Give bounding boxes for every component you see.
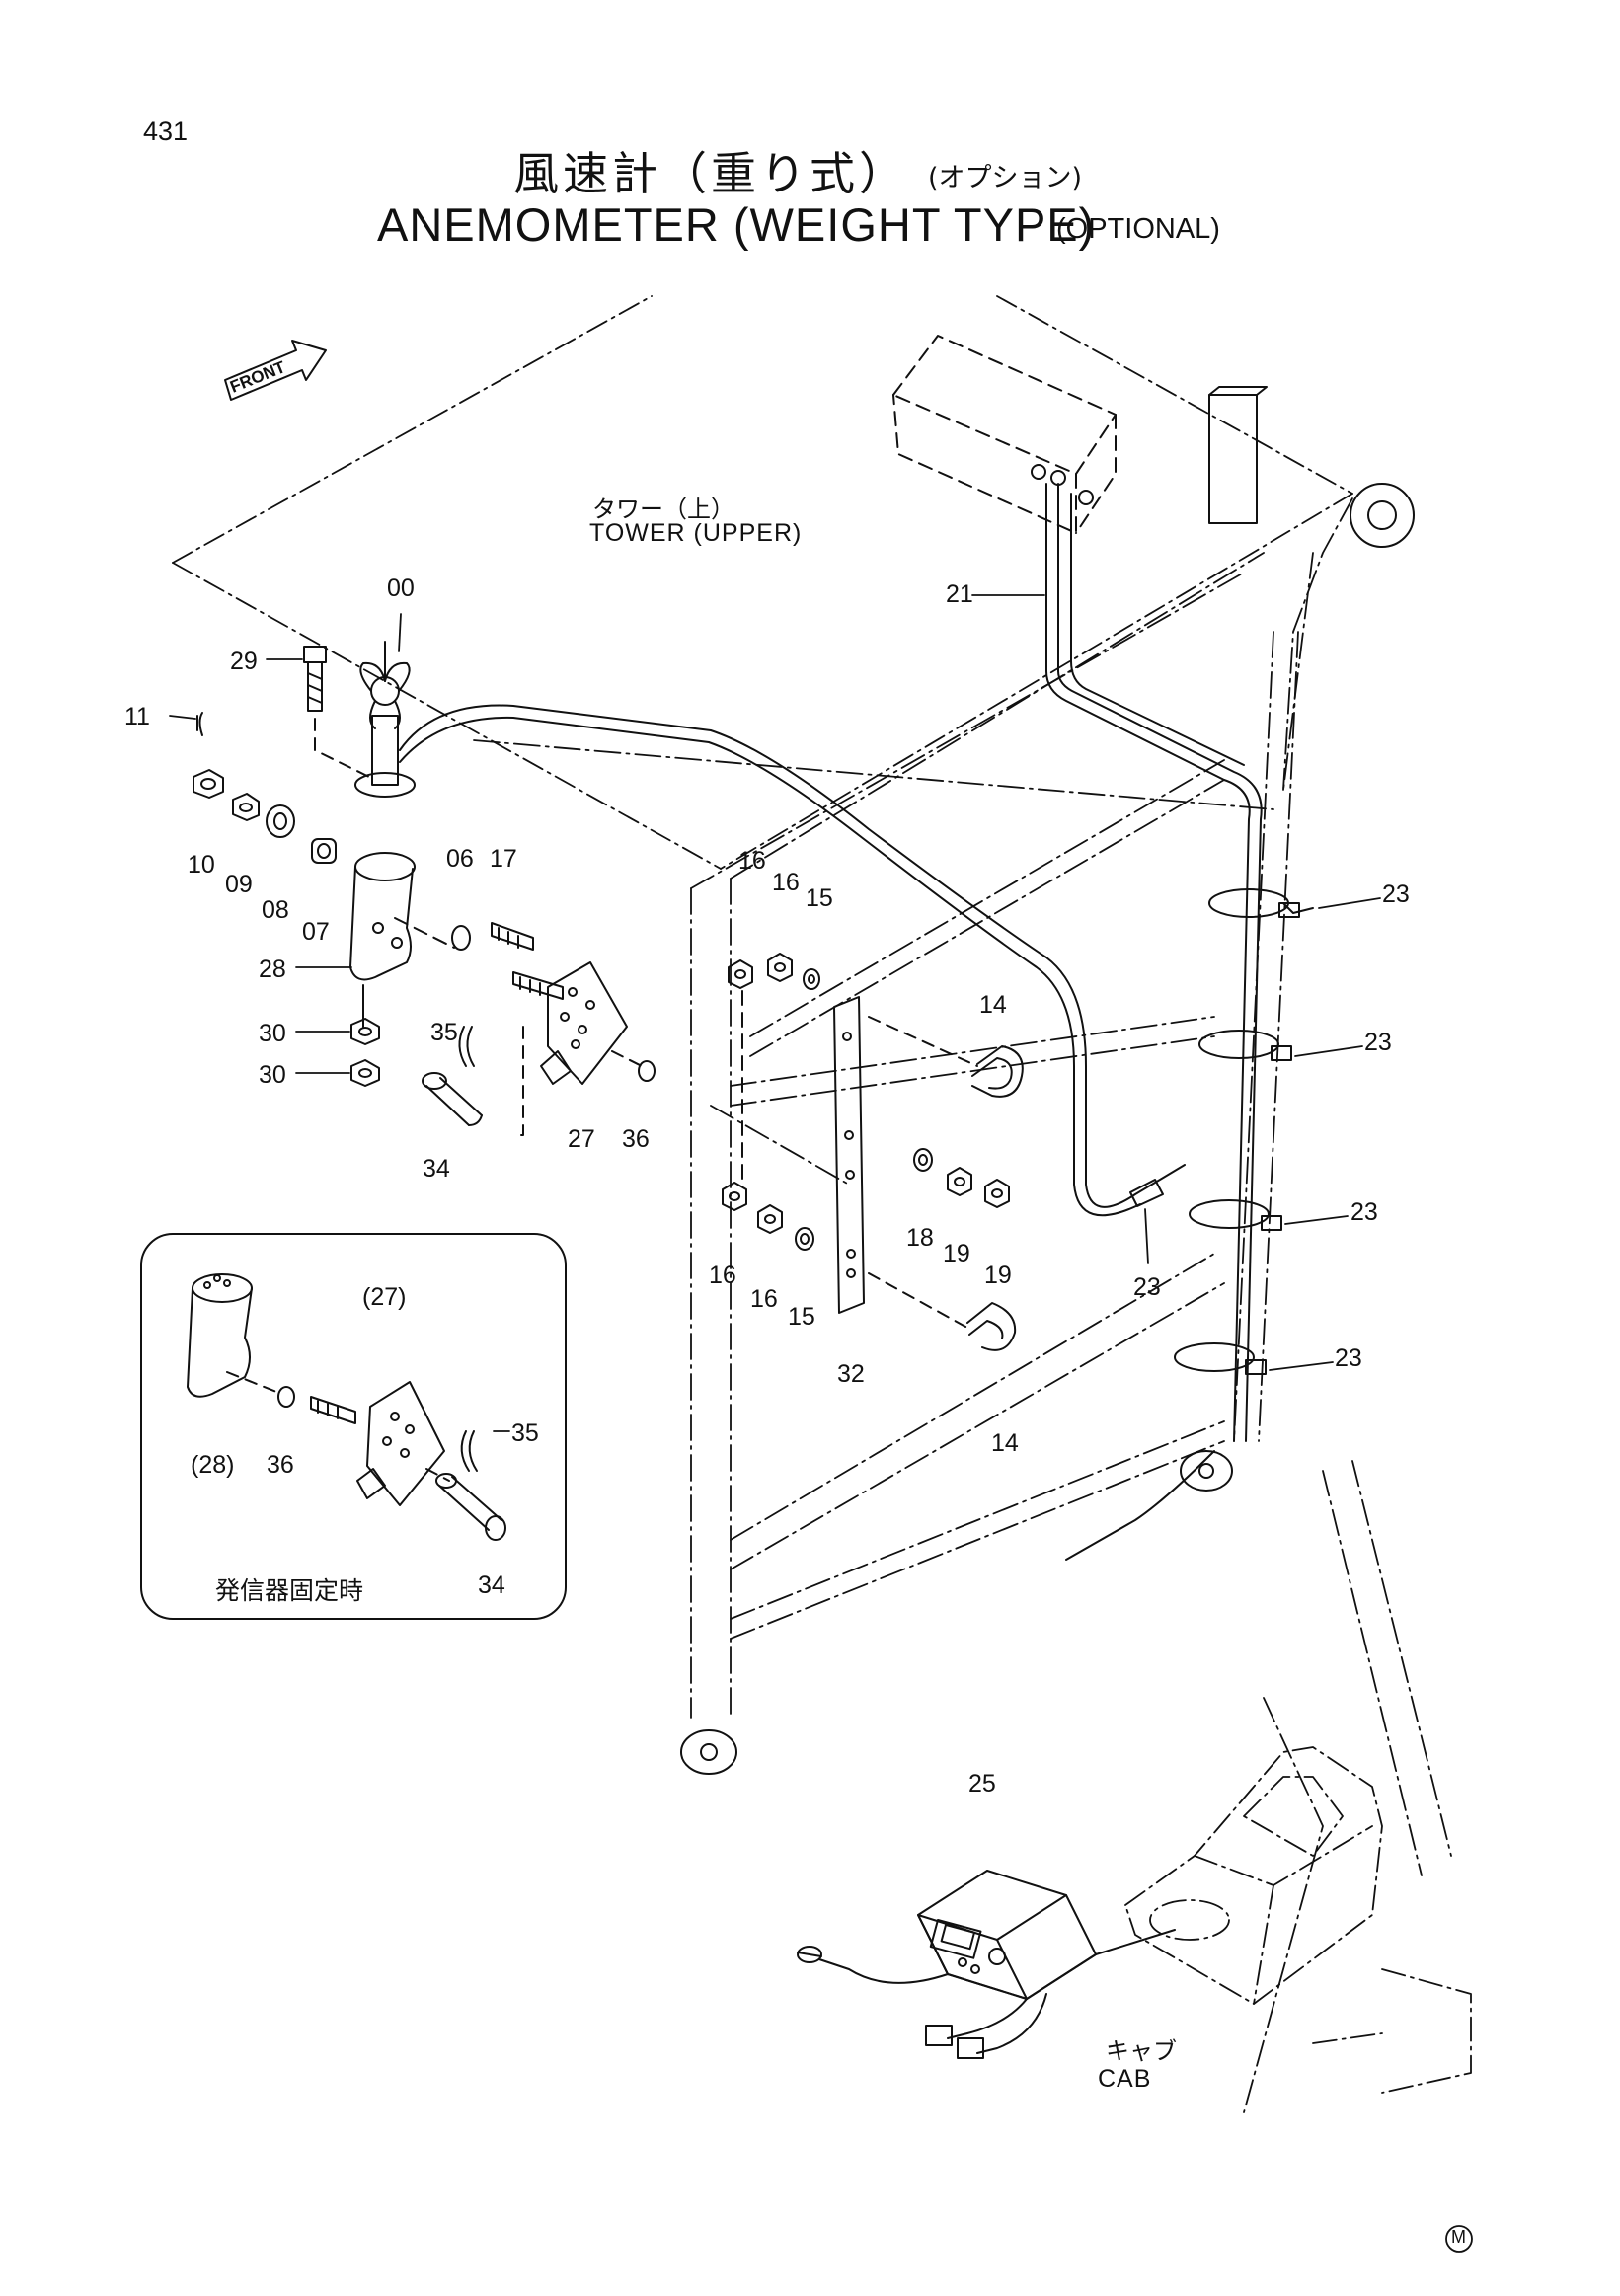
callout-36-inset: 36 xyxy=(267,1451,294,1479)
bracket-plate-32 xyxy=(833,996,978,1329)
bracket-28 xyxy=(349,852,455,1028)
callout-36: 36 xyxy=(622,1125,650,1153)
nuts-washers-16-15-18-19 xyxy=(722,953,1010,1251)
tower-label-ja: タワー（上） xyxy=(592,496,734,523)
m-mark-letter: M xyxy=(1451,2227,1466,2247)
callout-18: 18 xyxy=(906,1224,934,1252)
callout-16c: 16 xyxy=(709,1262,736,1289)
callout-35-inset: 35 xyxy=(511,1419,539,1447)
callout-27-inset: (27) xyxy=(362,1283,407,1311)
callout-16b: 16 xyxy=(772,869,800,896)
title-japanese-note: (オプション) xyxy=(928,163,1083,193)
tower-platform-outline xyxy=(172,295,1353,870)
callout-16a: 16 xyxy=(738,847,766,875)
sensor-box-dashed xyxy=(892,335,1117,534)
cable-clamps-23 xyxy=(1129,888,1314,1375)
callout-23b: 23 xyxy=(1364,1029,1392,1056)
bolt-29 xyxy=(303,646,376,781)
u-bolts-14 xyxy=(966,1045,1024,1351)
callout-25: 25 xyxy=(968,1770,996,1798)
callout-29: 29 xyxy=(230,648,258,675)
callout-34: 34 xyxy=(423,1155,450,1183)
anemometer-cable xyxy=(399,704,1186,1217)
callout-09: 09 xyxy=(225,871,253,898)
cab-housing xyxy=(1124,1746,1472,2094)
callout-10: 10 xyxy=(188,851,215,879)
cab-label-en: CAB xyxy=(1098,2065,1152,2093)
callout-32: 32 xyxy=(837,1360,865,1388)
callout-30b: 30 xyxy=(259,1061,286,1089)
callout-14a: 14 xyxy=(979,991,1007,1019)
tower-frame xyxy=(473,497,1452,2113)
callout-07: 07 xyxy=(302,918,330,946)
anemometer-head xyxy=(354,641,416,798)
inset-detail xyxy=(140,1233,567,1620)
callout-19a: 19 xyxy=(943,1240,970,1267)
callout-28: 28 xyxy=(259,956,286,983)
callout-00: 00 xyxy=(387,574,415,602)
callout-19b: 19 xyxy=(984,1262,1012,1289)
washer-06-bolt-17 xyxy=(451,922,564,1000)
callout-27: 27 xyxy=(568,1125,595,1153)
callout-17: 17 xyxy=(490,845,517,873)
tower-top-hardware xyxy=(1208,386,1415,548)
title-english-note: (OPTIONAL) xyxy=(1056,213,1220,245)
callout-23e: 23 xyxy=(1335,1344,1362,1372)
page-number: 431 xyxy=(143,116,189,146)
cable-21 xyxy=(1031,464,1263,1442)
callout-23d: 23 xyxy=(1133,1273,1161,1301)
front-arrow-icon: FRONT xyxy=(224,340,327,401)
tower-label-en: TOWER (UPPER) xyxy=(589,519,803,547)
callout-11: 11 xyxy=(124,703,150,730)
title-japanese: 風速計（重り式） xyxy=(513,147,908,200)
callout-15a: 15 xyxy=(806,884,833,912)
callout-08: 08 xyxy=(262,896,289,924)
fastener-stack-left xyxy=(193,712,337,864)
indicator-25 xyxy=(797,1870,1176,2059)
callout-35: 35 xyxy=(430,1019,458,1046)
callout-15b: 15 xyxy=(788,1303,815,1331)
callout-23c: 23 xyxy=(1350,1198,1378,1226)
front-arrow-label: FRONT xyxy=(227,357,288,397)
tower-base xyxy=(680,1450,1233,1775)
callout-21: 21 xyxy=(946,580,973,608)
callout-06: 06 xyxy=(446,845,474,873)
m-mark-icon xyxy=(1445,2225,1473,2253)
callout-30a: 30 xyxy=(259,1020,286,1047)
title-english: ANEMOMETER (WEIGHT TYPE) xyxy=(377,198,1096,251)
callout-23a: 23 xyxy=(1382,880,1410,908)
callout-14b: 14 xyxy=(991,1429,1019,1457)
cab-label-ja: キャブ xyxy=(1106,2037,1177,2065)
leader-lines xyxy=(169,594,1381,1432)
plate-27 xyxy=(512,961,656,1136)
callout-16d: 16 xyxy=(750,1285,778,1313)
callout-34-inset: 34 xyxy=(478,1571,505,1599)
nuts-30-pin-35-bolt-34 xyxy=(350,1018,483,1126)
inset-caption: 発信器固定時 xyxy=(215,1576,364,1605)
callout-28-inset: (28) xyxy=(191,1451,235,1479)
